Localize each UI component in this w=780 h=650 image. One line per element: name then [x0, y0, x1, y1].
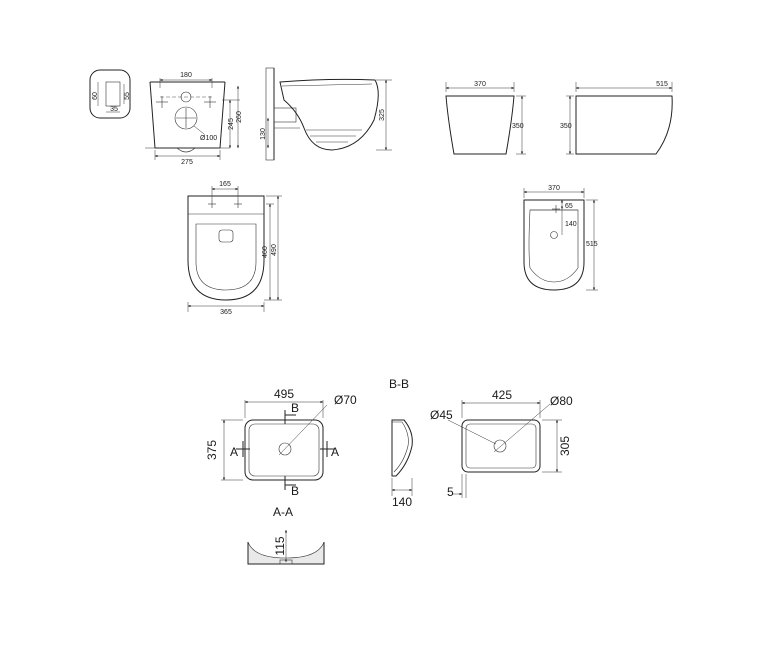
dim-370-front: 370	[474, 81, 486, 88]
dim-65: 65	[565, 203, 573, 210]
dim-490: 490	[271, 244, 278, 256]
dim-375: 375	[205, 440, 219, 460]
dim-460: 460	[262, 246, 269, 258]
bidet-top-view: 370 65 140 515	[523, 185, 598, 291]
section-bb-title: B-B	[389, 377, 409, 391]
dim-325: 325	[379, 109, 386, 121]
dim-115: 115	[273, 536, 287, 555]
dim-305: 305	[558, 436, 572, 456]
dim-425: 425	[492, 388, 512, 402]
section-a-left: A	[230, 445, 238, 459]
basin-inner-view: 425 Ø45 Ø80 305 5	[430, 388, 573, 499]
dim-d80: Ø80	[550, 394, 573, 408]
dim-180: 180	[180, 72, 192, 79]
dim-140-bb: 140	[392, 495, 412, 509]
dim-260: 260	[236, 111, 243, 123]
dim-370-bidet: 370	[548, 185, 560, 192]
dim-60: 60	[92, 92, 99, 100]
dim-495: 495	[274, 387, 294, 401]
toilet-rear-view: 180 Ø100 245 260 275	[145, 72, 243, 166]
basin-plan-view: 495 Ø70 375 B B A A	[205, 387, 357, 498]
basin-section-bb: B-B 140	[389, 377, 413, 509]
dim-165: 165	[219, 181, 231, 188]
dim-365: 365	[220, 309, 232, 316]
toilet-top-view: 165 460 490 365	[187, 181, 282, 316]
dim-140-bidet: 140	[565, 221, 577, 228]
toilet-side-detail: 60 55 35	[89, 69, 131, 119]
dim-350-profile: 350	[560, 123, 572, 130]
section-b-bottom: B	[291, 484, 299, 498]
dim-130: 130	[260, 128, 267, 140]
dim-d45: Ø45	[430, 408, 453, 422]
section-b-top: B	[291, 401, 299, 415]
dim-35: 35	[110, 106, 118, 113]
dim-d100: Ø100	[200, 135, 217, 142]
dim-d70: Ø70	[334, 393, 357, 407]
section-a-right: A	[331, 445, 339, 459]
toilet-side-profile: 515 350	[560, 81, 673, 155]
basin-section-aa: A-A 115	[247, 505, 325, 565]
toilet-front-view: 370 350	[445, 81, 526, 155]
dim-350-front: 350	[512, 123, 524, 130]
dim-55: 55	[124, 92, 131, 100]
section-aa-title: A-A	[273, 505, 293, 519]
dim-245: 245	[228, 118, 235, 130]
dim-275: 275	[181, 159, 193, 166]
dim-515-profile: 515	[656, 81, 668, 88]
dim-515-bidet: 515	[586, 241, 598, 248]
dim-5: 5	[447, 485, 454, 499]
toilet-side-view: 325 130	[260, 67, 392, 161]
